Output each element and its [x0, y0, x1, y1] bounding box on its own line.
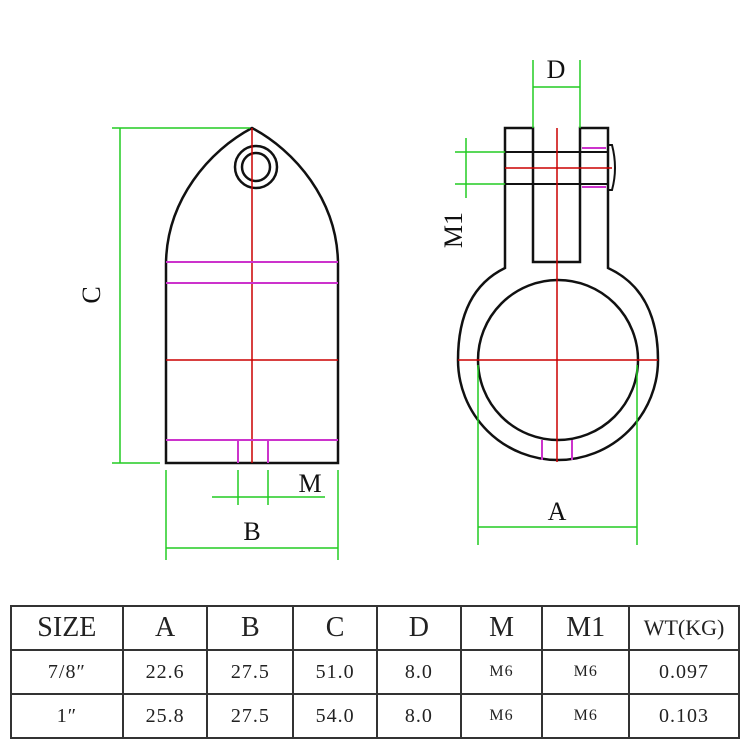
table-cell: M6	[541, 649, 631, 695]
bolt-head	[608, 144, 616, 191]
dimension-b	[165, 470, 339, 560]
dimension-m	[212, 470, 325, 505]
dimension-label-b: B	[243, 517, 260, 546]
table-cell: 1″	[10, 693, 124, 739]
header-cell: WT(KG)	[628, 605, 740, 651]
header-cell: A	[121, 605, 209, 651]
clamp-body-outline	[456, 126, 660, 462]
table-cell: M6	[459, 693, 544, 739]
table-cell: 22.6	[121, 649, 209, 695]
table-cell: 51.0	[292, 649, 378, 695]
dimension-a	[477, 365, 638, 545]
dimension-label-a: A	[548, 497, 567, 526]
spec-table: SIZE A B C D M M1 WT(KG) 7/8″ 22.6 27.5 …	[10, 605, 740, 739]
dimension-label-c: C	[77, 286, 106, 303]
table-cell: 27.5	[206, 693, 295, 739]
table-cell: 54.0	[292, 693, 378, 739]
header-cell: SIZE	[10, 605, 124, 651]
dimension-label-m: M	[298, 469, 321, 498]
dimension-c	[112, 127, 250, 464]
table-cell: 8.0	[375, 693, 462, 739]
dimension-d	[532, 60, 581, 128]
header-cell: M1	[541, 605, 631, 651]
header-cell: D	[375, 605, 462, 651]
table-cell: 7/8″	[10, 649, 124, 695]
table-row: 7/8″ 22.6 27.5 51.0 8.0 M6 M6 0.097	[10, 649, 740, 695]
dimension-label-m1: M1	[439, 212, 468, 248]
dimension-label-d: D	[547, 55, 566, 84]
mount-hole-outer	[233, 144, 279, 190]
table-cell: 25.8	[121, 693, 209, 739]
table-cell: 0.103	[628, 693, 740, 739]
table-cell: 27.5	[206, 649, 295, 695]
table-cell: 0.097	[628, 649, 740, 695]
dimension-m1	[455, 138, 505, 198]
table-cell: M6	[541, 693, 631, 739]
header-cell: B	[206, 605, 295, 651]
header-cell: M	[459, 605, 544, 651]
header-cell: C	[292, 605, 378, 651]
mount-hole-inner	[240, 151, 272, 183]
table-cell: M6	[459, 649, 544, 695]
side-view: C B M	[77, 126, 340, 560]
table-header-row: SIZE A B C D M M1 WT(KG)	[10, 605, 740, 651]
table-cell: 8.0	[375, 649, 462, 695]
front-view: D M1 A	[439, 55, 660, 545]
table-row: 1″ 25.8 27.5 54.0 8.0 M6 M6 0.103	[10, 693, 740, 739]
technical-drawing: C B M D	[77, 55, 660, 560]
